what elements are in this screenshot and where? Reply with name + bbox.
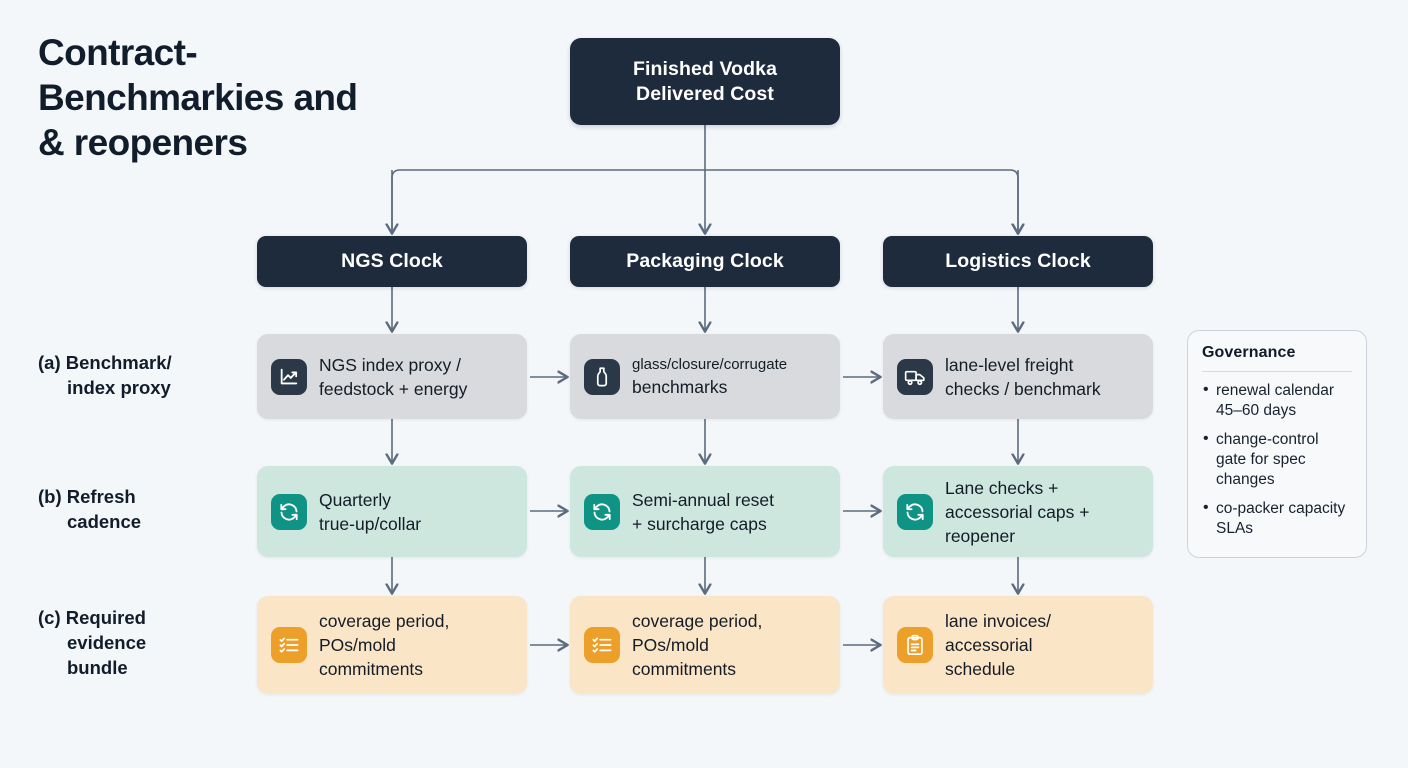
row-label-line1: Required xyxy=(65,607,146,628)
cell-text-secondary: glass/closure/corrugate xyxy=(632,356,788,373)
page-title: Contract-Benchmarkies and& reopeners xyxy=(38,32,358,163)
row-label-prefix: (b) xyxy=(38,486,67,507)
column-header-label: Packaging Clock xyxy=(626,250,784,272)
checklist-icon xyxy=(271,627,307,663)
row-label-line1: Benchmark/ xyxy=(65,352,172,373)
cell-refresh-logistics[interactable]: Lane checks +accessorial caps +reopener xyxy=(883,466,1153,557)
row-label-line2: index proxy xyxy=(67,377,171,398)
list-item: co-packer capacity SLAs xyxy=(1202,498,1352,539)
list-item: renewal calendar 45–60 days xyxy=(1202,380,1352,421)
cell-benchmark-ngs[interactable]: NGS index proxy /feedstock + energy xyxy=(257,334,527,419)
row-label-evidence: (c) Required evidence bundle xyxy=(38,605,253,680)
row-label-line2: cadence xyxy=(67,511,142,532)
divider xyxy=(1202,371,1352,372)
refresh-cycle-icon xyxy=(584,493,620,530)
list-item: change-control gate for spec changes xyxy=(1202,429,1352,490)
node-column-header-ngs[interactable]: NGS Clock xyxy=(257,236,527,287)
governance-panel: Governance renewal calendar 45–60 days c… xyxy=(1187,330,1367,558)
cell-text: Lane checks +accessorial caps +reopener xyxy=(945,477,1090,546)
row-label-prefix: (a) xyxy=(38,352,66,373)
truck-icon xyxy=(897,358,933,395)
node-column-header-logistics[interactable]: Logistics Clock xyxy=(883,236,1153,287)
row-label-benchmark: (a) Benchmark/ index proxy xyxy=(38,350,253,400)
column-header-label: Logistics Clock xyxy=(945,250,1091,272)
cell-text: Semi-annual reset+ surcharge caps xyxy=(632,489,775,534)
cell-text: benchmarks xyxy=(632,377,728,397)
cell-refresh-packaging[interactable]: Semi-annual reset+ surcharge caps xyxy=(570,466,840,557)
clipboard-icon xyxy=(897,627,933,663)
row-label-line2: evidence xyxy=(67,632,147,653)
cell-benchmark-packaging[interactable]: glass/closure/corrugate benchmarks xyxy=(570,334,840,419)
row-label-refresh: (b) Refresh cadence xyxy=(38,484,253,534)
row-label-prefix: (c) xyxy=(38,607,66,628)
bottle-icon xyxy=(584,358,620,395)
checklist-icon xyxy=(584,627,620,663)
governance-heading: Governance xyxy=(1202,344,1296,361)
refresh-cycle-icon xyxy=(271,493,307,530)
row-label-line1: Refresh xyxy=(66,486,136,507)
governance-list: renewal calendar 45–60 days change-contr… xyxy=(1202,380,1352,539)
node-column-header-packaging[interactable]: Packaging Clock xyxy=(570,236,840,287)
cell-text: NGS index proxy /feedstock + energy xyxy=(319,354,468,399)
refresh-cycle-icon xyxy=(897,493,933,530)
row-label-line3: bundle xyxy=(67,657,128,678)
chart-line-up-icon xyxy=(271,358,307,395)
column-header-label: NGS Clock xyxy=(341,250,443,272)
